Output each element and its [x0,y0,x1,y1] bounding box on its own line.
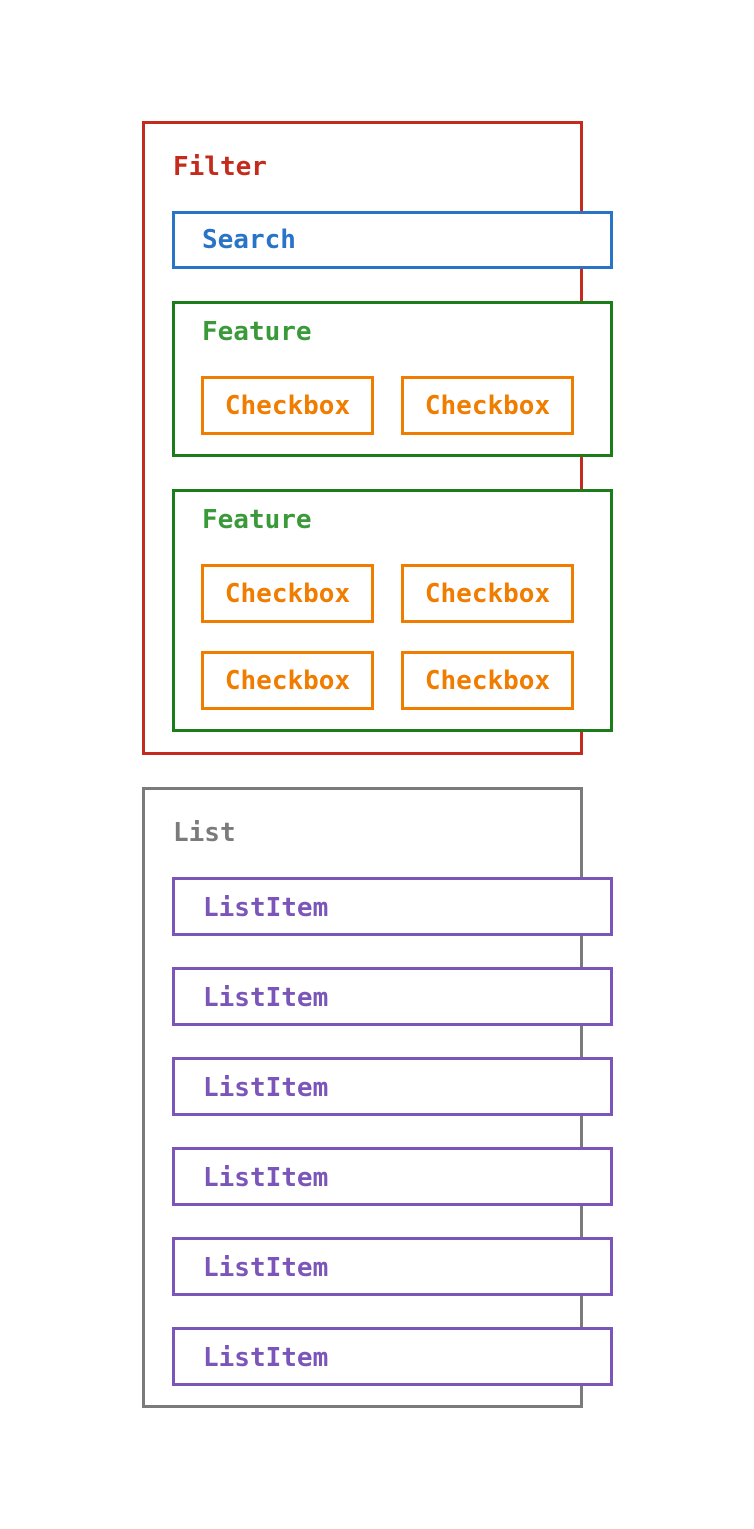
checkbox-box: Checkbox [201,651,374,710]
checkbox-box: Checkbox [401,564,574,623]
checkbox-box: Checkbox [201,564,374,623]
checkbox-box: Checkbox [401,651,574,710]
list-item-label: ListItem [203,893,329,923]
list-item: ListItem [172,1057,613,1116]
list-item-label: ListItem [203,1343,329,1373]
checkbox-box: Checkbox [401,376,574,435]
feature-title: Feature [202,317,312,347]
list-item: ListItem [172,1237,613,1296]
search-box [172,211,613,269]
checkbox-box: Checkbox [201,376,374,435]
list-title: List [173,818,236,848]
filter-title: Filter [173,152,267,182]
list-item: ListItem [172,1147,613,1206]
list-item-label: ListItem [203,1163,329,1193]
list-item-label: ListItem [203,983,329,1013]
list-item: ListItem [172,1327,613,1386]
list-item: ListItem [172,967,613,1026]
list-item: ListItem [172,877,613,936]
list-item-label: ListItem [203,1253,329,1283]
search-label: Search [202,225,296,255]
feature-title: Feature [202,505,312,535]
list-item-label: ListItem [203,1073,329,1103]
